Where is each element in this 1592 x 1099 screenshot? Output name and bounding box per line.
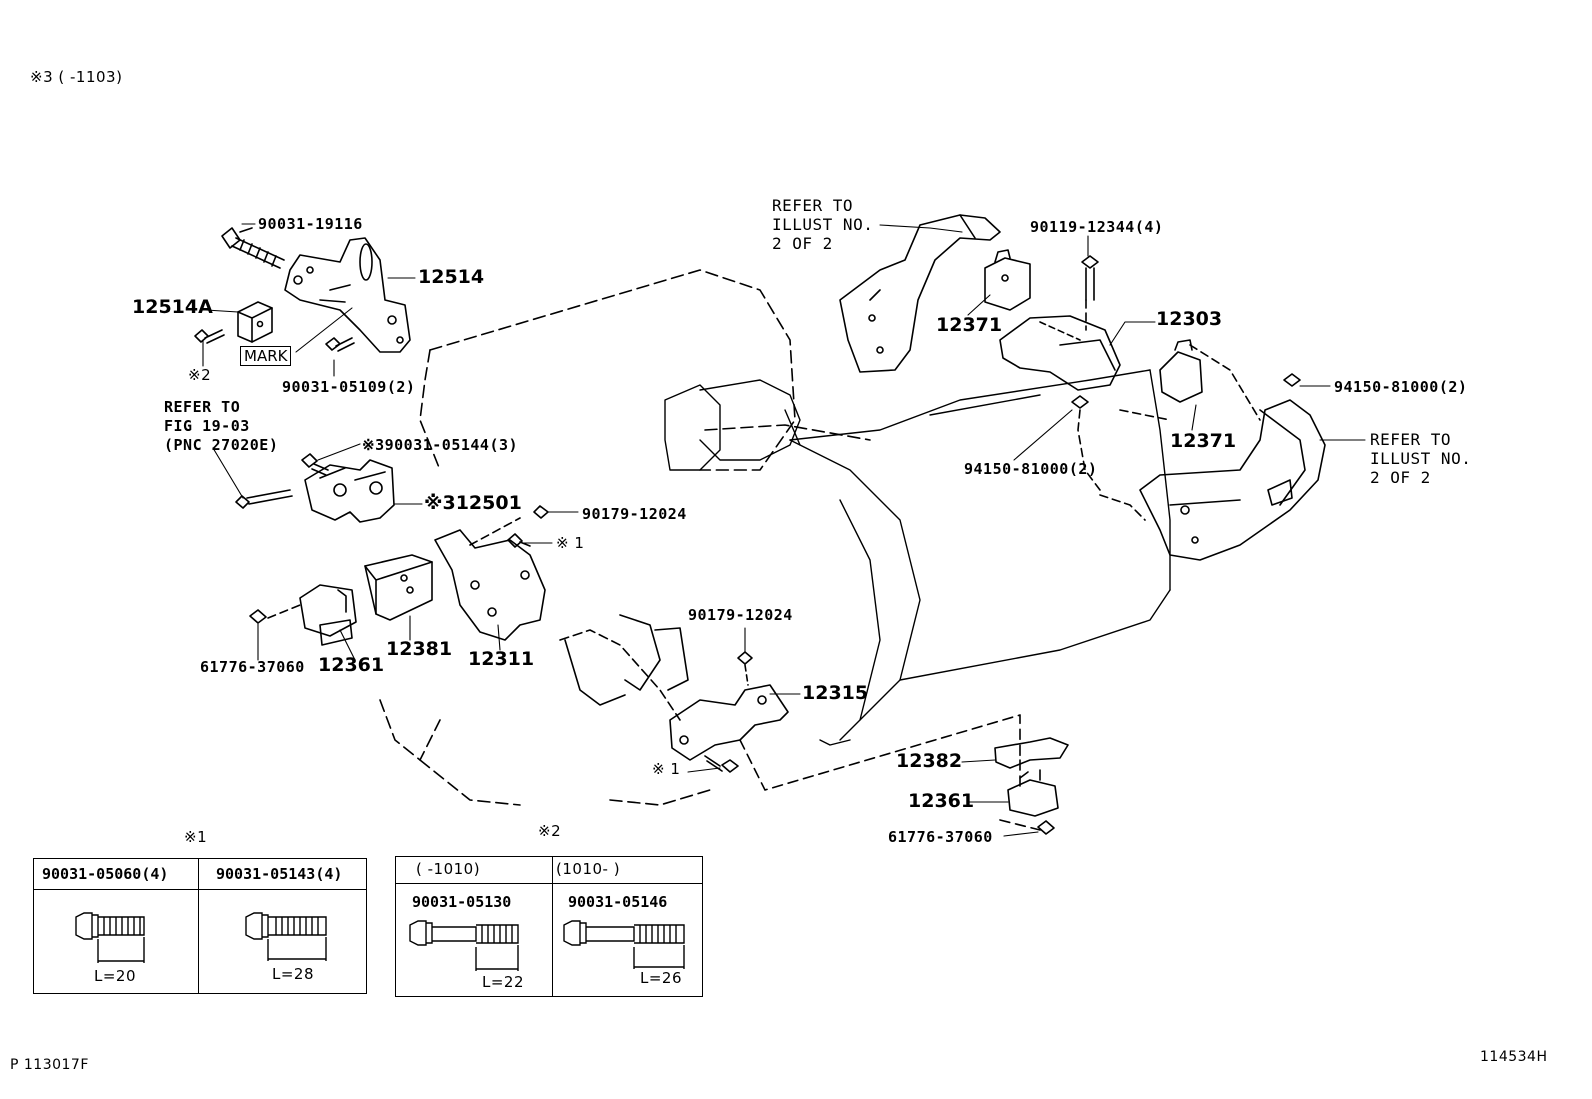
callout-94150-81000-a[interactable]: 94150-81000(2) bbox=[1334, 378, 1468, 396]
callout-12315[interactable]: 12315 bbox=[802, 682, 869, 704]
table2-col2-length: L=26 bbox=[640, 969, 683, 987]
callout-90119-12344[interactable]: 90119-12344(4) bbox=[1030, 218, 1164, 236]
insulator-12371-upper bbox=[984, 249, 1031, 311]
callout-12361-b[interactable]: 12361 bbox=[908, 790, 975, 812]
callout-12371-b[interactable]: 12371 bbox=[1170, 430, 1237, 452]
table2-col2-part[interactable]: 90031-05146 bbox=[568, 893, 668, 911]
insulator-12371-lower bbox=[1119, 339, 1261, 421]
header-note: ※3 ( -1103) bbox=[30, 68, 123, 86]
bolt-icon bbox=[75, 912, 145, 963]
leader-lines bbox=[202, 223, 1366, 837]
callout-12514[interactable]: 12514 bbox=[418, 266, 485, 288]
refer-fig-19-03[interactable]: REFER TO FIG 19-03 (PNC 27020E) bbox=[164, 398, 279, 454]
table2-col1-part[interactable]: 90031-05130 bbox=[412, 893, 512, 911]
bracket-12311 bbox=[434, 517, 546, 641]
footer-figure-id: P 113017F bbox=[10, 1057, 89, 1073]
callout-12371-a[interactable]: 12371 bbox=[936, 314, 1003, 336]
callout-61776-37060-a[interactable]: 61776-37060 bbox=[200, 658, 305, 676]
bolt-table-1: 90031-05060(4) 90031-05143(4) L=20 L=28 bbox=[33, 858, 367, 994]
refer-illust-2-of-2-b[interactable]: REFER TO ILLUST NO. 2 OF 2 bbox=[1370, 430, 1472, 487]
note-marker-1-a: ※ 1 bbox=[556, 534, 585, 552]
mount-12361-left bbox=[267, 584, 357, 646]
stopper-12514A bbox=[237, 301, 273, 343]
callout-12381[interactable]: 12381 bbox=[386, 638, 453, 660]
table1-marker: ※1 bbox=[184, 828, 208, 846]
bracket-12501 bbox=[304, 459, 395, 523]
callout-90179-12024-a[interactable]: 90179-12024 bbox=[582, 505, 687, 523]
note-marker-1-b: ※ 1 bbox=[652, 760, 681, 778]
footer-illustration-id: 114534H bbox=[1480, 1049, 1548, 1065]
transmission-outline bbox=[664, 369, 1171, 746]
bolt-table-2: ( -1010) (1010- ) 90031-05130 90031-0514… bbox=[395, 856, 703, 997]
crossmember-right bbox=[1099, 399, 1326, 561]
bolt-19116 bbox=[221, 227, 285, 269]
bracket-upper-right bbox=[839, 214, 1001, 373]
table2-marker: ※2 bbox=[538, 822, 562, 840]
bolt-icon bbox=[245, 912, 327, 961]
note-marker-2: ※2 bbox=[188, 366, 212, 384]
callout-12361-a[interactable]: 12361 bbox=[318, 654, 385, 676]
bracket-12514 bbox=[284, 237, 411, 353]
table1-col1-part[interactable]: 90031-05060(4) bbox=[42, 865, 169, 883]
callout-90031-05109[interactable]: 90031-05109(2) bbox=[282, 378, 416, 396]
bracket-12303 bbox=[999, 299, 1121, 491]
table1-col1-length: L=20 bbox=[94, 967, 137, 985]
table2-col2-range: (1010- ) bbox=[556, 860, 621, 878]
mark-label: MARK bbox=[240, 346, 292, 366]
bolt-icon bbox=[563, 920, 685, 969]
callout-12501[interactable]: ※312501 bbox=[424, 492, 522, 514]
bracket-12315 bbox=[559, 614, 789, 761]
table1-col2-length: L=28 bbox=[272, 965, 315, 983]
cushion-12381 bbox=[364, 554, 433, 621]
callout-61776-37060-b[interactable]: 61776-37060 bbox=[888, 828, 993, 846]
callout-12382[interactable]: 12382 bbox=[896, 750, 963, 772]
assembly-lines-lower bbox=[739, 714, 1041, 831]
small-bolts bbox=[194, 255, 1301, 835]
callout-12303[interactable]: 12303 bbox=[1156, 308, 1223, 330]
engine-outline bbox=[379, 269, 871, 806]
callout-90031-05144[interactable]: ※390031-05144(3) bbox=[362, 436, 519, 454]
refer-illust-2-of-2-a[interactable]: REFER TO ILLUST NO. 2 OF 2 bbox=[772, 196, 874, 253]
callout-90179-12024-b[interactable]: 90179-12024 bbox=[688, 606, 793, 624]
bolt-icon bbox=[409, 920, 519, 971]
table1-col2-part[interactable]: 90031-05143(4) bbox=[216, 865, 343, 883]
callout-90031-19116[interactable]: 90031-19116 bbox=[258, 215, 363, 233]
callout-94150-81000-b[interactable]: 94150-81000(2) bbox=[964, 460, 1098, 478]
table2-col1-range: ( -1010) bbox=[416, 860, 481, 878]
parts-12382-12361-right bbox=[994, 737, 1069, 817]
callout-12311[interactable]: 12311 bbox=[468, 648, 535, 670]
table2-col1-length: L=22 bbox=[482, 973, 525, 991]
callout-12514A[interactable]: 12514A bbox=[132, 296, 213, 318]
